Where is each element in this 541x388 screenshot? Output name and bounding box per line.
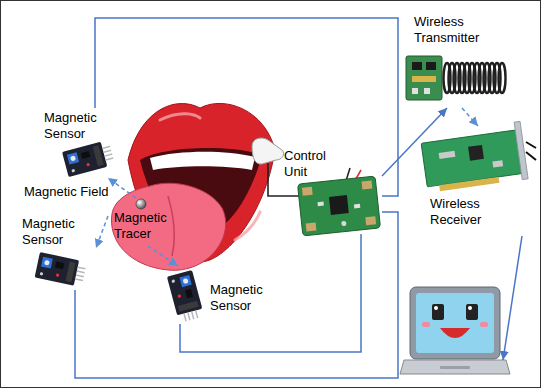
laptop-picture <box>466 304 478 320</box>
transmitter-picture <box>412 88 418 94</box>
sensor-wire <box>95 18 398 196</box>
laptop-picture <box>434 306 438 310</box>
control-unit-node: Control Unit <box>280 146 382 234</box>
usb-arrow <box>503 236 522 360</box>
laptop-picture <box>440 328 470 338</box>
laptop-picture <box>480 322 488 327</box>
transmitter-picture <box>412 76 436 82</box>
control-board-picture <box>297 176 380 236</box>
receiver-node: Wireless Receiver <box>416 126 534 232</box>
component-label: Magnetic Sensor <box>210 282 280 313</box>
component-label: Magnetic Tracer <box>114 210 172 241</box>
receiver-picture <box>439 151 456 159</box>
control-board-picture <box>252 138 381 236</box>
receiver-picture <box>526 142 536 148</box>
transmitter-picture <box>444 63 506 93</box>
sensor-wire <box>180 234 361 352</box>
receiver-picture <box>526 152 536 160</box>
data-arrow <box>382 108 447 176</box>
laptop-picture <box>432 304 444 320</box>
mouth-illustration <box>235 212 260 240</box>
laptop-picture <box>400 360 510 374</box>
magnetic-field-arrow <box>96 216 108 248</box>
control-board-picture <box>329 195 349 215</box>
sensor-node: Magnetic Sensor <box>20 214 96 290</box>
control-board-picture <box>354 204 360 209</box>
sensor-node: Magnetic Sensor <box>160 266 284 324</box>
receiver-picture <box>468 145 484 161</box>
control-board-picture <box>297 176 380 236</box>
magnetic-sensor-picture <box>62 140 115 178</box>
receiver-picture <box>421 130 522 187</box>
transmitter-node: Wireless Transmitter <box>402 12 510 108</box>
control-board-picture <box>341 221 346 226</box>
component-label: Magnetic Sensor <box>22 216 88 247</box>
laptop-picture <box>468 306 472 310</box>
transmitter-picture <box>412 62 422 70</box>
control-board-picture <box>317 202 323 207</box>
receiver-picture <box>420 121 536 192</box>
transmitter-picture <box>406 56 506 100</box>
magnetic-sensor-picture <box>167 270 205 323</box>
component-label: Wireless Transmitter <box>414 14 498 45</box>
laptop-picture <box>416 293 494 353</box>
sensor-node: Magnetic Sensor <box>42 108 114 178</box>
component-label: Wireless Receiver <box>430 196 506 227</box>
transmitter-picture <box>499 63 506 93</box>
mouth-illustration <box>111 103 275 270</box>
component-label: Magnetic Sensor <box>44 110 110 141</box>
magnetic-tracer-ball <box>136 199 146 209</box>
magnetic-sensor-picture <box>35 252 87 287</box>
receiver-picture <box>492 160 503 167</box>
magnetic-sensor-picture <box>62 140 115 178</box>
receiver-picture <box>439 177 499 191</box>
control-board-picture <box>306 223 317 232</box>
control-board-picture <box>252 138 284 164</box>
mouth-illustration <box>111 183 225 270</box>
receiver-picture <box>420 121 528 192</box>
control-board-picture <box>302 187 313 196</box>
magnetic-tracer-ball <box>136 199 146 209</box>
usb-arrow <box>503 236 522 360</box>
field-label: Magnetic Field <box>24 184 109 200</box>
magnetic-sensor-picture <box>167 270 205 323</box>
component-label: Control Unit <box>284 148 342 179</box>
magnetic-field-arrow <box>108 178 136 198</box>
transmitter-picture <box>424 88 430 94</box>
transmitter-picture <box>426 62 436 70</box>
wireless-link-arrow <box>462 108 478 126</box>
receiver-picture <box>514 121 528 179</box>
mouth-illustration <box>150 152 255 170</box>
tracer-node: Magnetic Tracer <box>108 198 176 246</box>
laptop-picture <box>400 287 510 374</box>
control-board-picture <box>365 216 376 225</box>
laptop-picture <box>422 322 430 327</box>
mouth-illustration <box>168 196 174 256</box>
magnetic-field-arrow <box>148 246 178 266</box>
transmitter-picture <box>406 56 442 100</box>
control-board-picture <box>362 180 373 189</box>
magnetic-sensor-picture <box>35 252 87 287</box>
laptop-picture <box>440 366 470 369</box>
mouth-illustration <box>160 114 200 120</box>
laptop-picture <box>410 287 500 359</box>
